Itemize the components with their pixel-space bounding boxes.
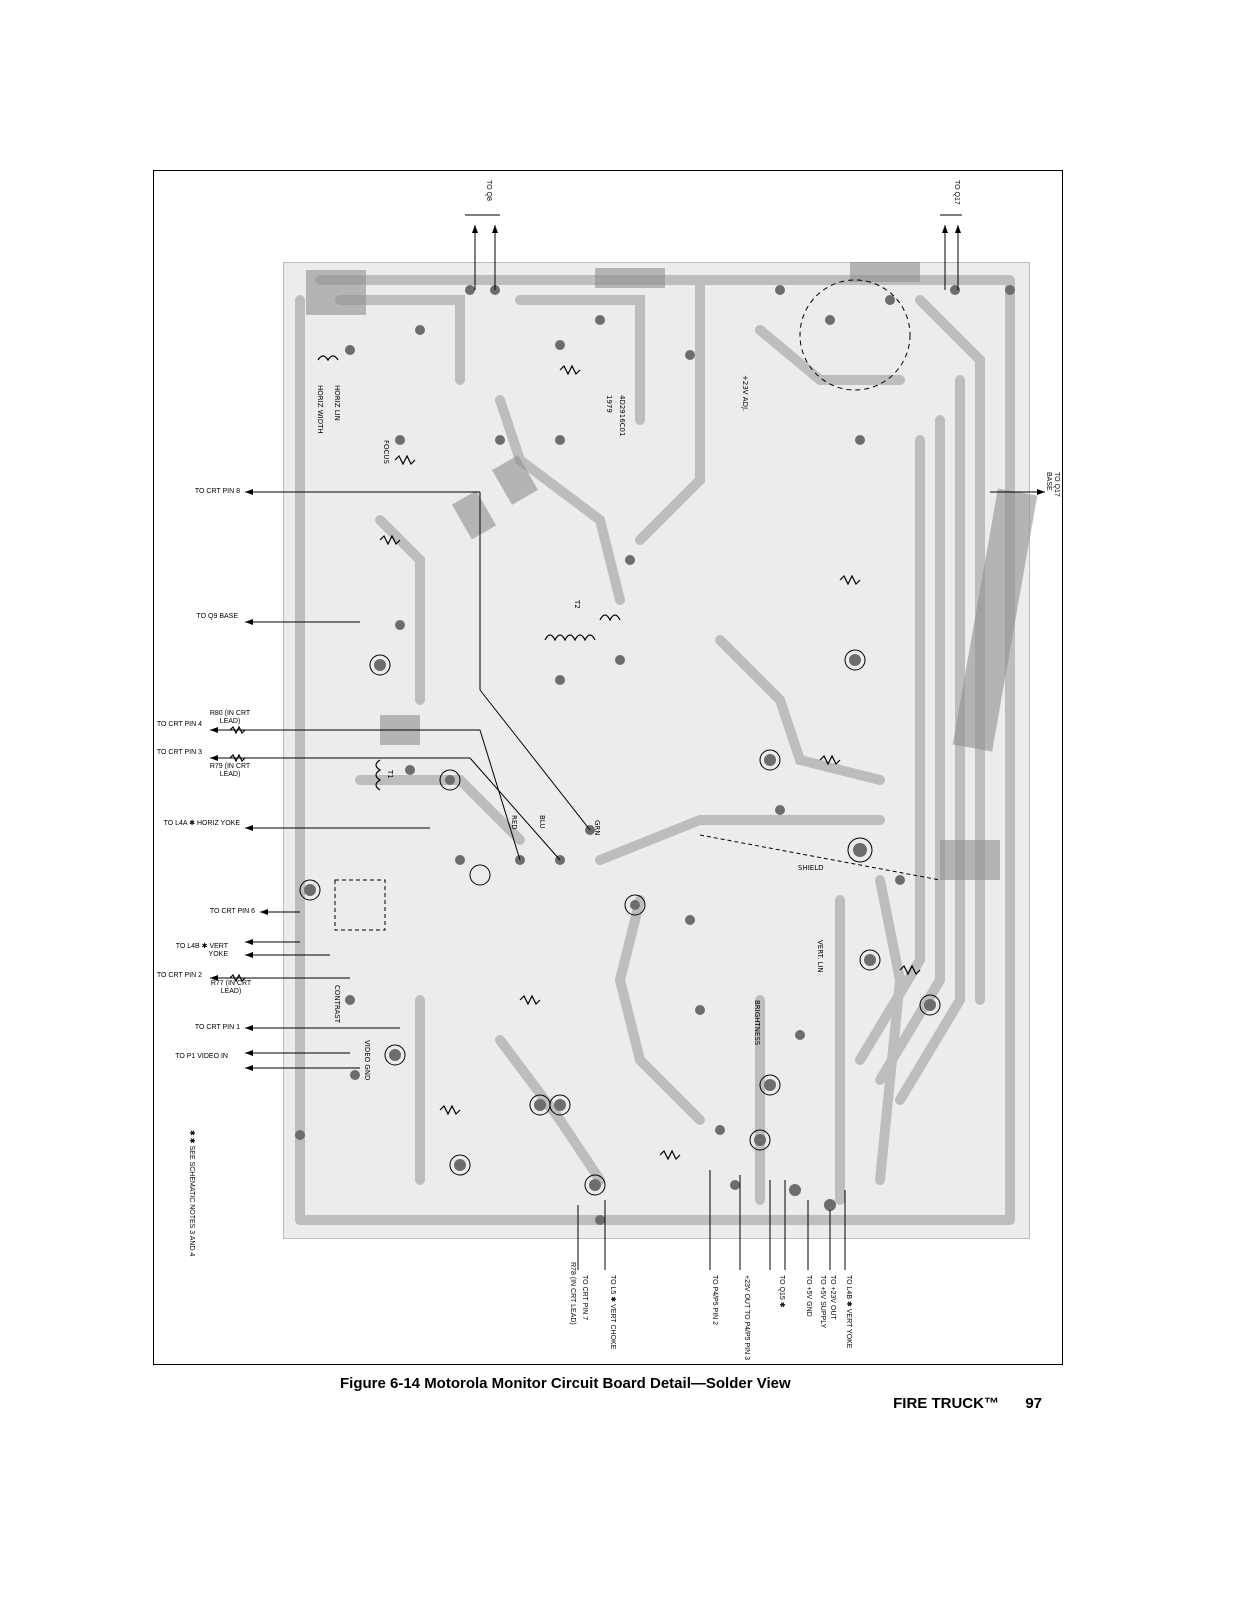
- schematic-note: ✱ ✱ SEE SCHEMATIC NOTES 3 AND 4: [188, 1130, 195, 1257]
- figure-caption: Figure 6-14 Motorola Monitor Circuit Boa…: [340, 1375, 791, 1392]
- svg-text:FOCUS: FOCUS: [382, 440, 390, 465]
- svg-text:1979: 1979: [605, 395, 613, 413]
- svg-text:4D2916C01: 4D2916C01: [618, 395, 626, 436]
- svg-text:HORIZ WIDTH: HORIZ WIDTH: [316, 385, 324, 434]
- page-number: 97: [1025, 1395, 1042, 1412]
- label-r78: R78 (IN CRT LEAD): [569, 1262, 576, 1325]
- svg-text:RED: RED: [510, 815, 518, 830]
- label-r80: R80 (IN CRT LEAD): [209, 710, 251, 725]
- svg-text:BLU: BLU: [538, 815, 546, 828]
- svg-text:VERT. LIN: VERT. LIN: [816, 940, 824, 973]
- label-to-q15: TO Q15 ✱: [778, 1275, 785, 1308]
- svg-text:T1: T1: [386, 769, 394, 779]
- figure-frame: [153, 170, 1063, 1365]
- label-23v-out-to-p4p5: +23V OUT TO P4/P5 PIN 3: [743, 1275, 750, 1361]
- svg-text:BRIGHTNESS: BRIGHTNESS: [753, 1000, 761, 1046]
- book-title: FIRE TRUCK™: [893, 1395, 999, 1412]
- svg-text:GRN: GRN: [593, 820, 601, 836]
- label-to-p1-video-in: TO P1 VIDEO IN: [175, 1053, 228, 1060]
- label-to-p4p5-pin-2: TO P4/P5 PIN 2: [711, 1275, 718, 1326]
- svg-text:VIDEO GND: VIDEO GND: [363, 1040, 371, 1080]
- label-to-crt-pin-3: TO CRT PIN 3: [156, 749, 202, 756]
- label-to-l4a-horiz-yoke: TO L4A ✱ HORIZ YOKE: [163, 820, 240, 827]
- label-to-q17: TO Q17: [953, 180, 960, 205]
- label-to-crt-pin-6: TO CRT PIN 6: [209, 908, 255, 915]
- label-to-23v-out: TO +23V OUT: [829, 1275, 836, 1320]
- label-to-q8: TO Q8: [485, 180, 492, 201]
- label-r77: R77 (IN CRT LEAD): [210, 980, 252, 995]
- label-to-l5-vert-choke: TO L5 ✱ VERT CHOKE: [609, 1275, 616, 1350]
- svg-text:CONTRAST: CONTRAST: [333, 985, 341, 1024]
- svg-text:HORIZ LIN: HORIZ LIN: [333, 385, 341, 421]
- label-to-crt-pin-8: TO CRT PIN 8: [194, 488, 240, 495]
- svg-text:T2: T2: [573, 599, 581, 609]
- page-footer: FIRE TRUCK™ 97: [893, 1395, 1042, 1412]
- label-to-crt-pin-7: TO CRT PIN 7: [581, 1275, 588, 1321]
- svg-text:SHIELD: SHIELD: [798, 864, 823, 872]
- label-to-crt-pin-1: TO CRT PIN 1: [194, 1024, 240, 1031]
- label-to-q17-base: TO Q17 BASE: [1045, 472, 1060, 497]
- label-to-l4b-vert-yoke-bottom: TO L4B ✱ VERT YOKE: [845, 1275, 852, 1349]
- svg-text:+23V ADJ.: +23V ADJ.: [741, 375, 749, 411]
- label-to-l4b-vert-yoke: TO L4B ✱ VERT YOKE: [175, 943, 228, 958]
- label-to-q9-base: TO Q9 BASE: [196, 613, 239, 620]
- label-to-5v-supply: TO +5V SUPPLY: [819, 1275, 826, 1329]
- label-to-5v-gnd: TO +5V GND: [805, 1275, 812, 1317]
- label-to-crt-pin-2: TO CRT PIN 2: [156, 972, 202, 979]
- label-r79: R79 (IN CRT LEAD): [209, 763, 251, 778]
- label-to-crt-pin-4: TO CRT PIN 4: [156, 721, 202, 728]
